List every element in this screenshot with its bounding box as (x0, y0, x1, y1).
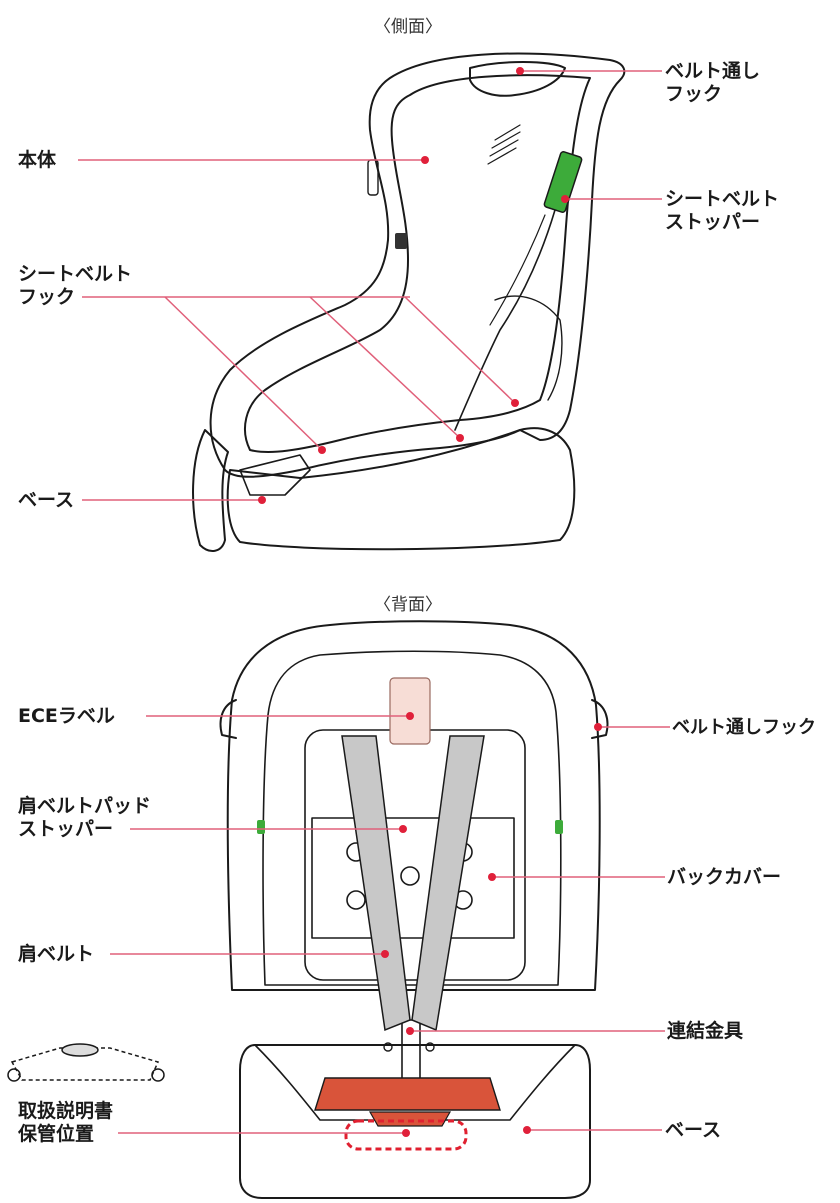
label-back-base: ベース (665, 1119, 722, 1141)
back-red-base-frame (314, 1077, 501, 1111)
back-left-green-hook (257, 820, 265, 834)
back-manual-storage-dashed (344, 1119, 468, 1151)
back-frame (304, 729, 526, 981)
label-back-cover: バックカバー (667, 866, 782, 888)
back-view-heading: 〈背面〉 (374, 595, 442, 615)
back-red-base-frame-2 (368, 1111, 452, 1127)
side-leader-dots (258, 67, 569, 504)
back-leader-dots (381, 712, 602, 1137)
label-shoulder-pad-stopper: 肩ベルトパッド ストッパー (18, 795, 152, 840)
label-connector-fitting: 連結金具 (667, 1020, 744, 1042)
back-cover-panel (311, 817, 515, 939)
label-back-belt-guide-hook: ベルト通しフック (672, 717, 816, 738)
side-view-illustration (192, 52, 626, 552)
back-inner-panel (262, 650, 562, 986)
side-base-shape (226, 427, 576, 551)
back-base (239, 1044, 591, 1199)
side-vent-lines (487, 124, 521, 165)
side-leader-lines (78, 70, 662, 501)
manual-storage-inset (7, 1043, 165, 1082)
side-view-heading: 〈側面〉 (374, 17, 442, 37)
side-belt-guide-slot (469, 61, 566, 97)
back-leader-lines (110, 715, 670, 1134)
back-outer-shell (226, 620, 601, 991)
label-side-base: ベース (18, 489, 75, 511)
label-ece-label: ECEラベル (18, 705, 115, 727)
back-right-wing (591, 699, 609, 739)
side-seat-inner (244, 74, 591, 453)
label-side-belt-guide-hook: ベルト通し フック (665, 60, 761, 105)
back-harness-straps (341, 735, 485, 1032)
side-seatbelt-stopper-green (543, 151, 583, 213)
label-seatbelt-stopper: シートベルト ストッパー (665, 188, 780, 233)
label-body: 本体 (18, 149, 57, 171)
side-knob-2 (395, 233, 407, 249)
back-left-wing (219, 699, 237, 739)
side-front-stand (192, 429, 229, 552)
side-belt-path (454, 209, 556, 431)
side-lap-area (494, 295, 563, 401)
side-belt-path-2 (489, 214, 546, 326)
label-seatbelt-hook: シートベルト フック (18, 263, 133, 308)
back-ece-label (389, 677, 431, 745)
label-shoulder-belt: 肩ベルト (18, 943, 95, 965)
side-shell-shape (209, 52, 626, 478)
back-right-green-hook (555, 820, 563, 834)
side-hook-flap (239, 454, 311, 496)
label-manual-storage: 取扱説明書 保管位置 (18, 1100, 114, 1145)
